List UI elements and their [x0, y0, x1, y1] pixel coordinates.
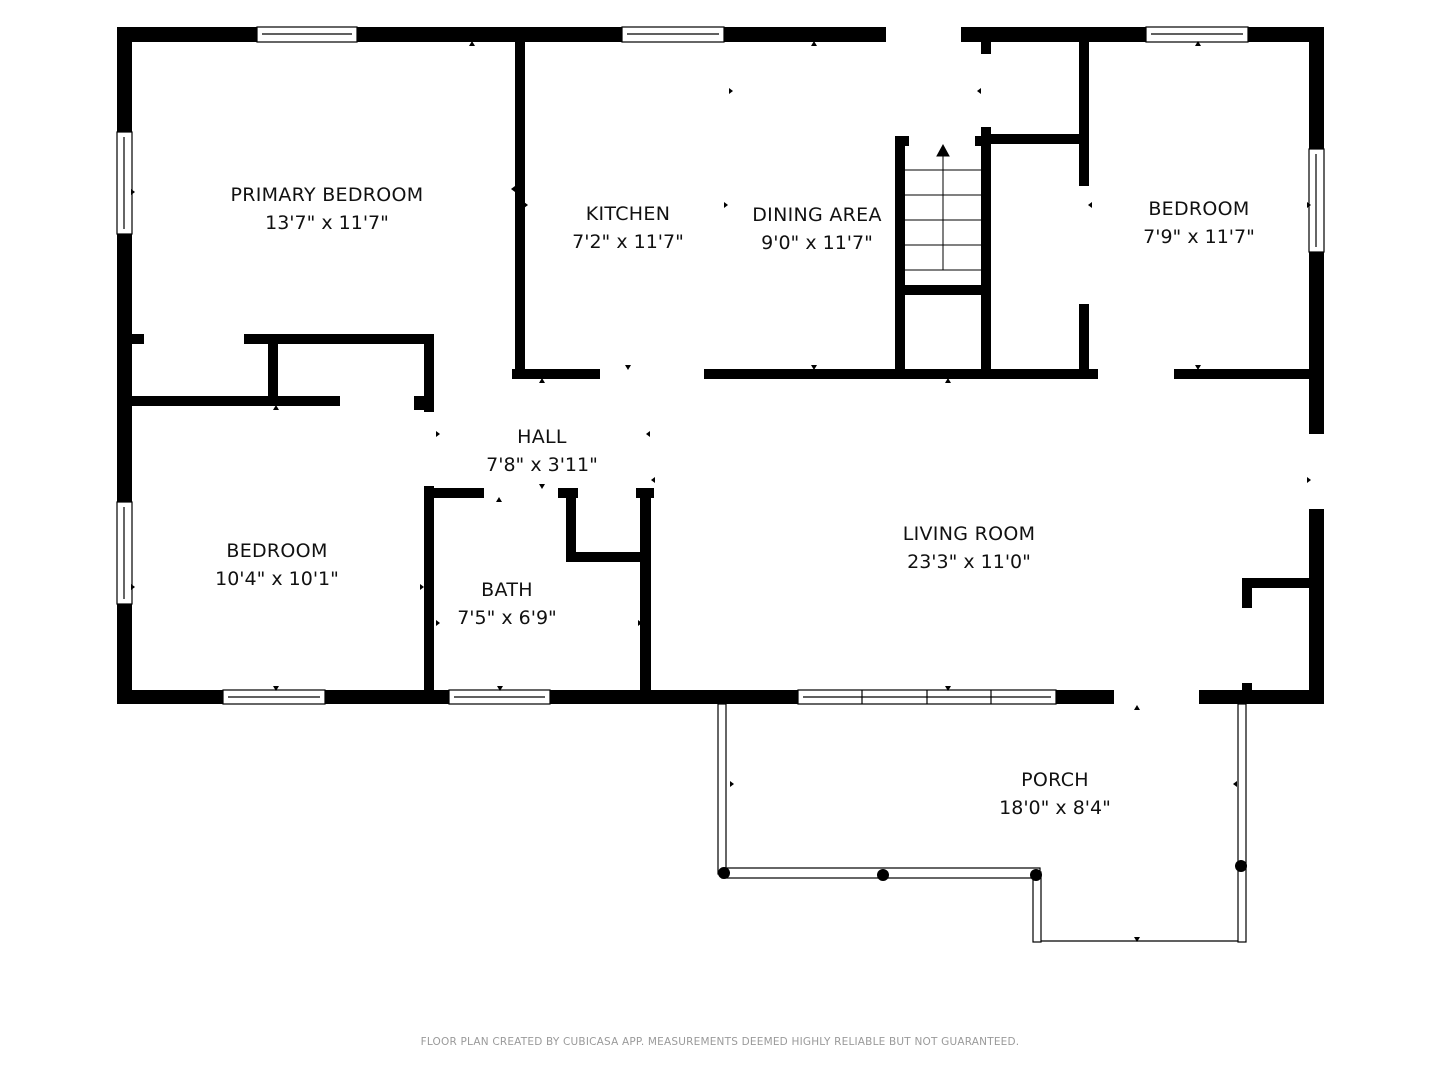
room-name: BEDROOM: [1148, 198, 1250, 220]
room-label-primary-bedroom: PRIMARY BEDROOM 13'7" x 11'7": [231, 181, 424, 237]
room-dimensions: 7'2" x 11'7": [572, 231, 684, 253]
room-name: BEDROOM: [226, 540, 328, 562]
room-name: HALL: [517, 426, 567, 448]
room-label-kitchen: KITCHEN 7'2" x 11'7": [572, 200, 684, 256]
room-name: PORCH: [1021, 769, 1089, 791]
room-dimensions: 18'0" x 8'4": [999, 797, 1111, 819]
room-label-living-room: LIVING ROOM 23'3" x 11'0": [903, 520, 1036, 576]
room-label-dining-area: DINING AREA 9'0" x 11'7": [752, 201, 882, 257]
room-name: PRIMARY BEDROOM: [230, 184, 424, 206]
dimension-markers: [131, 41, 1311, 942]
interior-walls: [132, 42, 1310, 704]
porch-railing: [717, 703, 1247, 943]
room-name: KITCHEN: [585, 203, 671, 225]
room-dimensions: 23'3" x 11'0": [907, 551, 1031, 573]
room-label-bedroom-east: BEDROOM 7'9" x 11'7": [1143, 195, 1255, 251]
room-label-porch: PORCH 18'0" x 8'4": [999, 766, 1111, 822]
room-label-bedroom-west: BEDROOM 10'4" x 10'1": [215, 537, 339, 593]
room-dimensions: 13'7" x 11'7": [265, 212, 389, 234]
room-dimensions: 7'8" x 3'11": [486, 454, 598, 476]
room-name: LIVING ROOM: [902, 523, 1036, 545]
room-name: BATH: [481, 579, 533, 601]
room-label-bath: BATH 7'5" x 6'9": [457, 576, 557, 632]
room-dimensions: 7'5" x 6'9": [457, 607, 557, 629]
room-label-hall: HALL 7'8" x 3'11": [486, 423, 598, 479]
disclaimer-footer: FLOOR PLAN CREATED BY CUBICASA APP. MEAS…: [420, 1036, 1020, 1048]
porch-posts: [718, 860, 1247, 881]
room-name: DINING AREA: [752, 204, 882, 226]
room-dimensions: 9'0" x 11'7": [761, 232, 873, 254]
stair-treads: [905, 143, 981, 271]
room-dimensions: 10'4" x 10'1": [215, 568, 339, 590]
windows: [116, 26, 1325, 705]
room-dimensions: 7'9" x 11'7": [1143, 226, 1255, 248]
exterior-walls: [117, 27, 1324, 704]
